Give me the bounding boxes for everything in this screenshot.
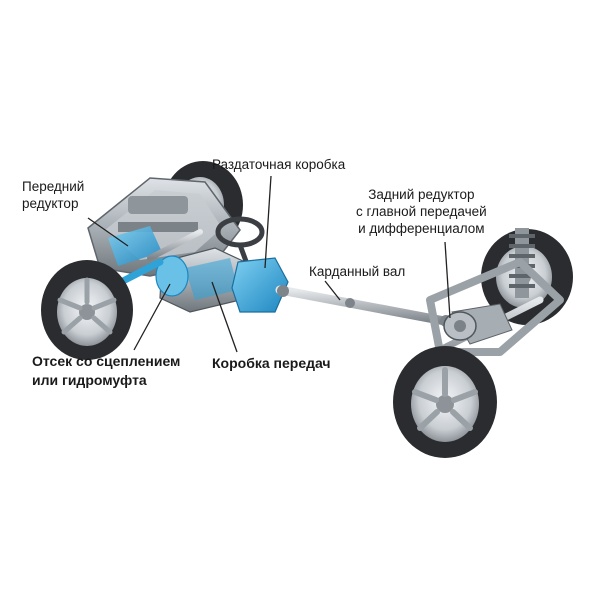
rear-reducer xyxy=(443,311,477,341)
transfer-case xyxy=(231,257,289,313)
clutch-compartment xyxy=(155,255,189,297)
leader-rear-reducer xyxy=(444,241,451,319)
rear-right-wheel xyxy=(393,346,497,458)
label-rear-reducer: Задний редуктор с главной передачей и ди… xyxy=(356,186,487,237)
label-rear-reducer-line3: и дифференциалом xyxy=(358,221,485,236)
label-rear-reducer-line1: Задний редуктор xyxy=(368,187,475,202)
leader-driveshaft xyxy=(324,280,341,301)
leader-transfer-case xyxy=(264,175,272,269)
label-clutch-line1: Отсек со сцеплением xyxy=(32,353,181,369)
label-clutch-compartment: Отсек со сцеплением или гидромуфта xyxy=(32,352,180,390)
driveshaft xyxy=(275,285,455,327)
leader-clutch xyxy=(133,283,171,351)
label-front-reducer-line1: Передний xyxy=(22,179,85,194)
front-left-wheel xyxy=(41,260,133,360)
label-driveshaft: Карданный вал xyxy=(309,264,406,279)
leader-gearbox xyxy=(211,281,238,353)
label-transfer-case: Раздаточная коробка xyxy=(212,157,346,172)
label-clutch-line2: или гидромуфта xyxy=(32,372,147,388)
label-rear-reducer-line2: с главной передачей xyxy=(356,204,487,219)
label-gearbox: Коробка передач xyxy=(212,355,331,371)
leader-front-reducer xyxy=(87,217,129,247)
label-front-reducer: Передний редуктор xyxy=(22,178,84,212)
label-front-reducer-line2: редуктор xyxy=(22,196,79,211)
leader-lines xyxy=(87,175,451,353)
